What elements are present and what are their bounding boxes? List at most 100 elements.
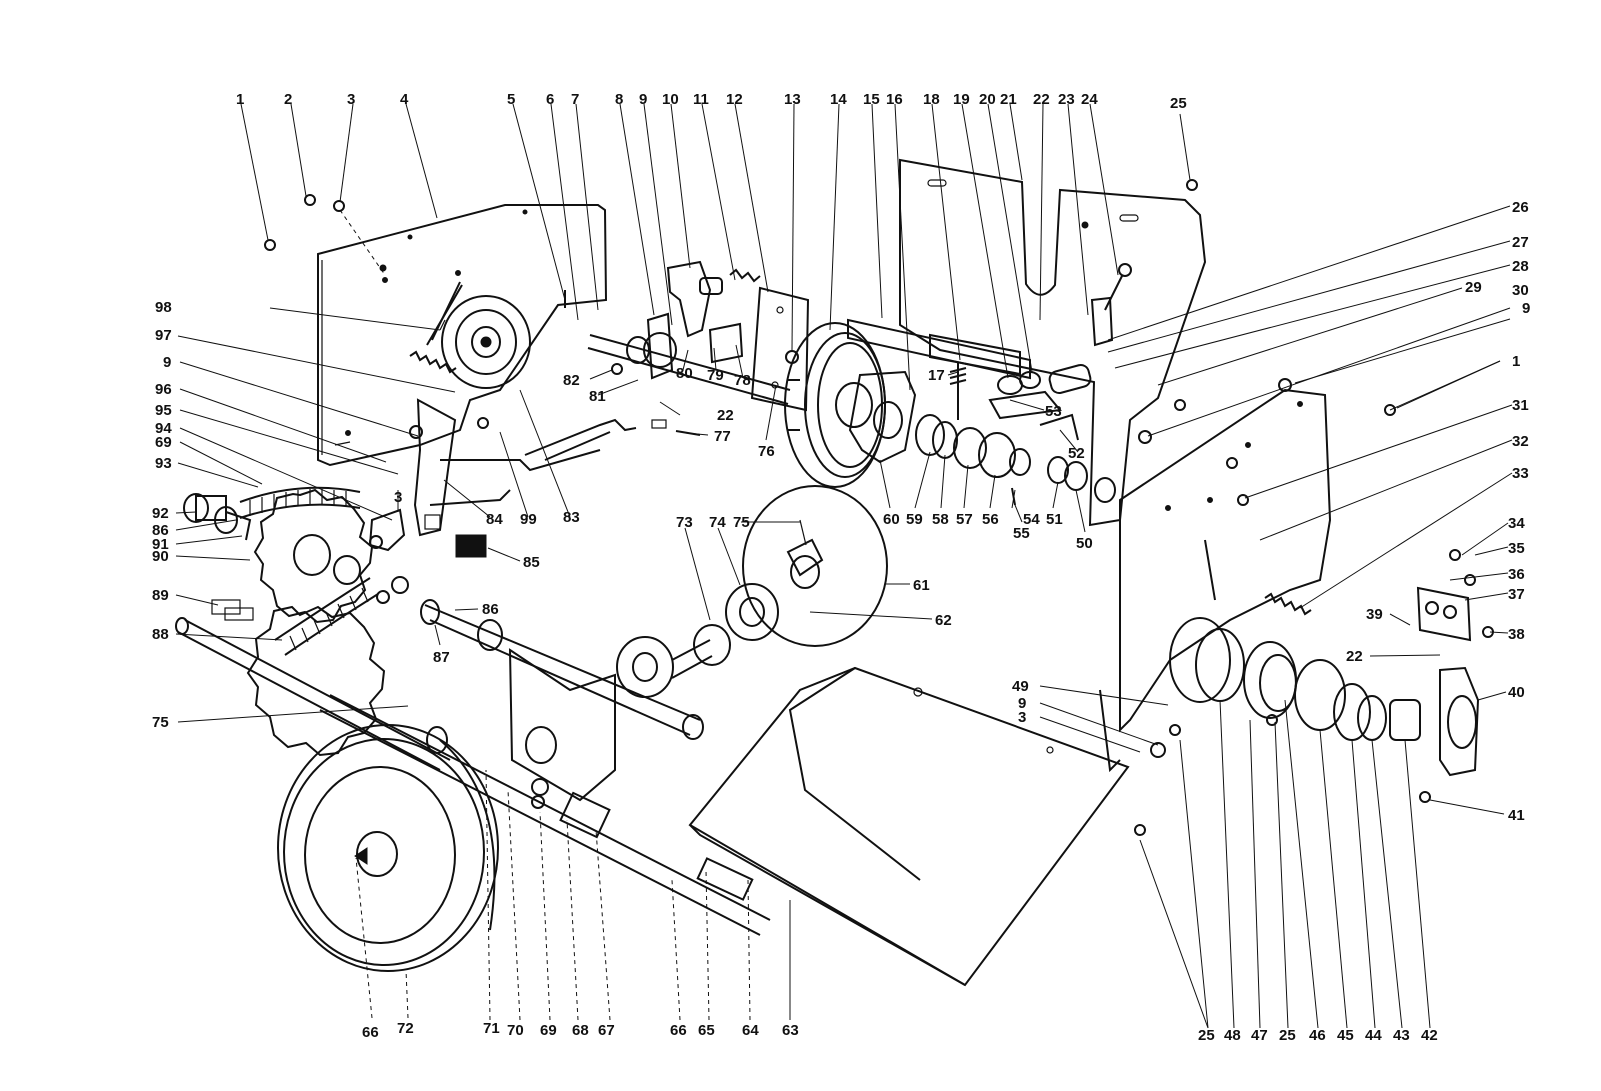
callout-14: 14 [830,91,847,108]
callout-74: 74 [709,514,726,531]
callout-36: 36 [1508,566,1525,583]
callout-76: 76 [758,443,775,460]
callout-83: 83 [563,509,580,526]
spring-and-stud-assembly [949,362,1062,420]
callout-labels: 1 2 3 4 5 6 7 8 9 10 11 12 13 14 15 16 1… [152,91,1530,1044]
fasteners [264,179,1494,836]
callout-37: 37 [1508,586,1525,603]
callout-94: 94 [155,420,172,437]
callout-45: 45 [1337,1027,1354,1044]
lower-drive-shaft [319,694,771,936]
callout-39: 39 [1366,606,1383,623]
callout-87: 87 [433,649,450,666]
callout-73: 73 [676,514,693,531]
callout-97: 97 [155,327,172,344]
callout-34: 34 [1508,515,1525,532]
callout-82: 82 [563,372,580,389]
callout-86: 86 [152,522,169,539]
callout-85: 85 [523,554,540,571]
leader-lines [175,103,1513,1029]
callout-9: 9 [163,354,171,371]
callout-63: 63 [782,1022,799,1039]
callout-47: 47 [1251,1027,1268,1044]
callout-44: 44 [1365,1027,1382,1044]
callout-6: 6 [546,91,554,108]
callout-24: 24 [1081,91,1098,108]
wheel-hub-flange [848,370,917,464]
callout-48: 48 [1224,1027,1241,1044]
callout-99: 99 [520,511,537,528]
callout-77: 77 [714,428,731,445]
callout-32: 32 [1512,433,1529,450]
callout-58: 58 [932,511,949,528]
chute-lever-bracket [1090,263,1132,347]
sprocket-hub-bearing [183,493,252,541]
callout-81: 81 [589,388,606,405]
hex-shaft [847,318,1031,380]
callout-12: 12 [726,91,743,108]
callout-25: 25 [1198,1027,1215,1044]
callout-60: 60 [883,511,900,528]
callout-49: 49 [1012,678,1029,695]
callout-69: 69 [540,1022,557,1039]
callout-7: 7 [571,91,579,108]
callout-2: 2 [284,91,292,108]
callout-30: 30 [1512,282,1529,299]
drive-pulley [439,295,531,389]
callout-89: 89 [152,587,169,604]
friction-drive-disc [742,485,888,647]
callout-19: 19 [953,91,970,108]
callout-88: 88 [152,626,169,643]
upper-drive-shaft [587,334,791,405]
callout-13: 13 [784,91,801,108]
center-drive-shaft [420,599,704,740]
callout-59: 59 [906,511,923,528]
callout-22: 22 [717,407,734,424]
callout-31: 31 [1512,397,1529,414]
callout-91: 91 [152,536,169,553]
callout-80: 80 [676,365,693,382]
callout-43: 43 [1393,1027,1410,1044]
callout-86: 86 [482,601,499,618]
callout-9: 9 [1522,300,1530,317]
large-sprocket-upper [253,488,374,624]
callout-78: 78 [734,372,751,389]
callout-8: 8 [615,91,623,108]
callout-50: 50 [1076,535,1093,552]
large-sprocket-lower [246,605,386,757]
callout-16: 16 [886,91,903,108]
callout-95: 95 [155,402,172,419]
callout-23: 23 [1058,91,1075,108]
callout-96: 96 [155,381,172,398]
callout-27: 27 [1512,234,1529,251]
callout-75: 75 [152,714,169,731]
right-side-panel [1119,388,1332,733]
callout-53: 53 [1045,403,1062,420]
callout-1: 1 [236,91,244,108]
callout-25: 25 [1170,95,1187,112]
callout-17: 17 [928,367,945,384]
callout-1: 1 [1512,353,1520,370]
spring-33 [1204,539,1312,616]
callout-26: 26 [1512,199,1529,216]
callout-25: 25 [1279,1027,1296,1044]
callout-33: 33 [1512,465,1529,482]
axle-shaft [175,617,451,771]
callout-92: 92 [152,505,169,522]
left-side-plate [317,204,608,467]
callout-22: 22 [1033,91,1050,108]
callout-84: 84 [486,511,503,528]
center-bearing-bracket [508,648,616,802]
callout-52: 52 [1068,445,1085,462]
auger-housing [688,666,1130,987]
callout-3: 3 [1018,709,1026,726]
chain-tension-bracket [368,508,409,604]
callout-66: 66 [362,1024,379,1041]
callout-64: 64 [742,1022,759,1039]
connector-links [211,599,254,621]
idler-lever-bracket [413,398,601,537]
callout-20: 20 [979,91,996,108]
callout-69: 69 [155,434,172,451]
right-upper-plate [899,158,1207,527]
callout-90: 90 [152,548,169,565]
